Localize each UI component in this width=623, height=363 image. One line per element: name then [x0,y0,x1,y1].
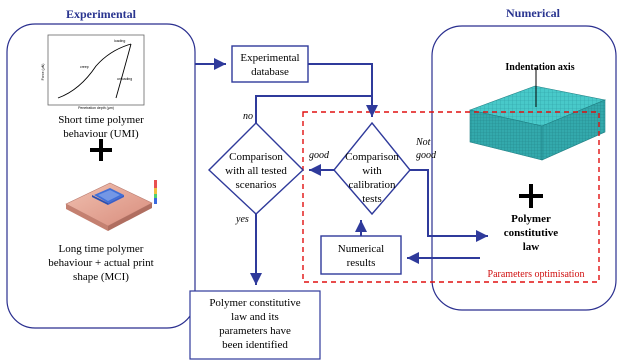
label-good: good [309,150,330,161]
long-time-caption-3: shape (MCI) [73,271,129,283]
plot-curve-label: creep [80,65,89,69]
comparison-calibration-diamond [333,121,411,216]
indentation-axis-label: Indentation axis [505,62,574,73]
plot-curve-label: unloading [117,77,132,81]
arrow-no [255,95,372,123]
force-depth-plot: loading creep unloading Force (µN) Penet… [41,34,145,110]
exp-database-line-1: Experimental [240,52,299,64]
law-line-3: law [523,241,540,253]
numerical-results-line-2: results [347,257,376,269]
identified-line-2: law and its [231,311,279,323]
numerical-panel [431,25,617,311]
identified-line-3: parameters have [219,325,291,337]
short-time-caption-1: Short time polymer [58,114,144,126]
label-yes: yes [235,214,249,225]
comparison-calib-line-2: with [362,165,382,177]
long-time-caption-1: Long time polymer [59,243,144,255]
short-time-caption-2: behaviour (UMI) [63,128,139,140]
comparison-all-line-1: Comparison [229,151,283,163]
optimisation-label: Parameters optimisation [488,269,585,280]
experimental-panel [6,23,196,329]
comparison-calib-line-1: Comparison [345,151,399,163]
plot-curve-label: loading [114,39,125,43]
law-line-2: constitutive [504,227,559,239]
identified-box [189,290,321,360]
label-no: no [243,111,253,122]
law-line-1: Polymer [511,213,551,225]
optimisation-region [302,111,600,283]
arrow-not-good [410,169,488,242]
identified-line-4: been identified [222,339,288,351]
numerical-results-line-1: Numerical [338,243,384,255]
long-time-caption-2: behaviour + actual print [48,257,153,269]
comparison-all-line-2: with all tested [225,165,287,177]
label-not-good: good [416,150,437,161]
identified-line-1: Polymer constitutive [209,297,300,309]
label-not: Not [415,137,431,148]
plot-y-label: Force (µN) [41,64,45,81]
plot-x-label: Penetration depth (µm) [78,106,114,110]
plus-icon [90,139,112,161]
numerical-title: Numerical [506,6,561,20]
comparison-all-line-3: scenarios [236,179,277,191]
plus-icon [519,184,543,208]
comparison-calib-line-4: tests [362,193,382,205]
arrow-database-to-calibration [308,63,378,117]
mci-surface-image [65,180,157,231]
flow-arrows [195,58,488,285]
comparison-calib-line-3: calibration [348,179,396,191]
exp-database-line-2: database [251,66,289,78]
experimental-title: Experimental [66,7,137,21]
mesh-cube-image [468,68,607,161]
